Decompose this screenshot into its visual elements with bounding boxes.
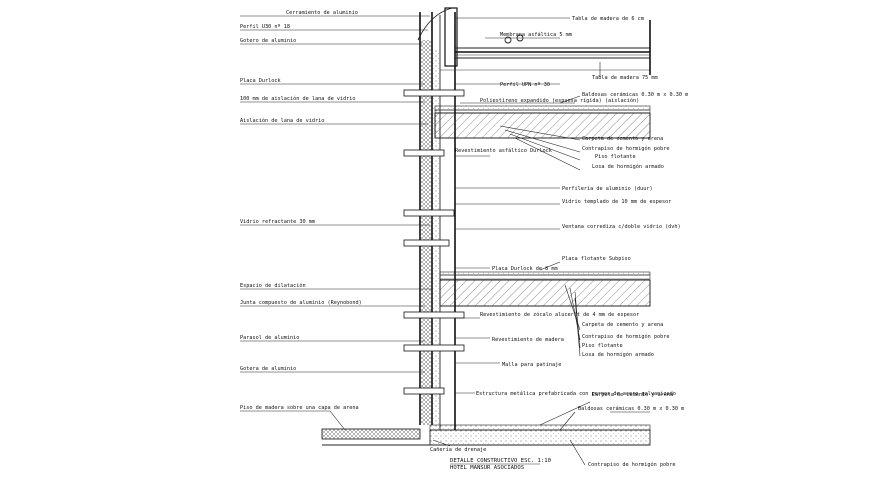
labels-right: Tabla de madera de 6 cm Membrana asfálti… — [430, 16, 688, 468]
label-right-27: Cañería de drenaje — [430, 446, 486, 453]
label-left-9: Parasol de aluminio — [240, 335, 299, 341]
roof-slab — [440, 20, 651, 75]
leaders-right — [432, 17, 650, 466]
label-left-3: Placa Durlock — [240, 78, 281, 84]
label-right-15: Placa Durlock de 8 mm — [492, 266, 558, 272]
ground-floor — [321, 424, 651, 446]
upper-floor-slab — [434, 105, 651, 139]
middle-floor-slab — [439, 271, 651, 307]
facade-wall — [417, 7, 458, 430]
label-right-25: Baldosas cerámicas 0.30 m x 0.30 m — [578, 405, 684, 412]
label-right-10: Revestimiento asfáltico Durlock — [455, 147, 553, 154]
label-right-2: Tabla de madera 75 mm — [592, 75, 658, 81]
label-right-6: Carpeta de cemento y arena — [582, 136, 663, 142]
drawing-subtitle: HOTEL MANSUR ASOCIADOS — [450, 465, 524, 471]
label-left-2: Gotero de aluminio — [240, 38, 296, 44]
label-right-0: Tabla de madera de 6 cm — [572, 16, 644, 22]
drawing-title: DETALLE CONSTRUCTIVO ESC. 1:10 — [450, 458, 551, 464]
label-right-5: Baldosas cerámicas 0.30 m x 0.30 m — [582, 91, 688, 98]
label-left-7: Espacio de dilatación — [240, 282, 306, 289]
label-right-20: Losa de hormigón armado — [582, 351, 654, 358]
label-right-16: Revestimiento de zócalo alucerit de 4 mm… — [480, 311, 639, 318]
label-left-10: Gotera de aluminio — [240, 366, 296, 372]
label-right-17: Carpeta de cemento y arena — [582, 322, 663, 328]
label-right-11: Perfilería de aluminio (duur) — [562, 185, 653, 192]
leaders-left — [240, 15, 432, 431]
label-right-19: Piso flotante — [582, 343, 623, 349]
label-right-3: Perfil UPN nº 30 — [500, 82, 550, 88]
label-right-18: Contrapiso de hormigón pobre — [582, 333, 669, 340]
label-left-8: Junta compuesto de aluminio (Reynobond) — [240, 300, 362, 306]
title-block: DETALLE CONSTRUCTIVO ESC. 1:10 HOTEL MAN… — [450, 458, 551, 471]
label-right-9: Losa de hormigón armado — [592, 163, 664, 170]
label-right-14: Placa flotante Subpiso — [562, 256, 631, 262]
label-right-1: Membrana asfáltica 5 mm — [500, 31, 572, 38]
label-right-24: Carpeta de cemento y arena — [592, 392, 673, 398]
label-right-22: Malla para patinaje — [502, 362, 561, 368]
label-right-21: Revestimiento de madera — [492, 337, 564, 343]
label-left-5: Aislación de lana de vidrio — [240, 117, 324, 124]
label-right-13: Ventana corrediza c/doble vidrio (dvh) — [562, 224, 681, 230]
label-left-6: Vidrio refractante 30 mm — [240, 219, 315, 225]
label-left-0: Cerramiento de aluminio — [286, 10, 358, 16]
label-right-8: Piso flotante — [595, 154, 636, 160]
label-left-1: Perfil U30 nº 18 — [240, 24, 290, 30]
labels-left: Cerramiento de aluminio Perfil U30 nº 18… — [240, 10, 362, 411]
label-right-12: Vidrio templado de 10 mm de espesor — [562, 199, 671, 205]
label-right-26: Contrapiso de hormigón pobre — [588, 461, 675, 468]
window-mullions — [403, 89, 465, 395]
label-right-4: Poliestireno expandido (espuesa rígida) … — [480, 97, 639, 104]
label-right-7: Contrapiso de hormigón pobre — [582, 145, 669, 152]
label-right-23: Estructura metálica prefabricada con per… — [476, 390, 676, 397]
label-left-11: Piso de madera sobre una capa de arena — [240, 405, 359, 411]
label-left-4: 100 mm de aislación de lana de vidrio — [240, 95, 356, 102]
